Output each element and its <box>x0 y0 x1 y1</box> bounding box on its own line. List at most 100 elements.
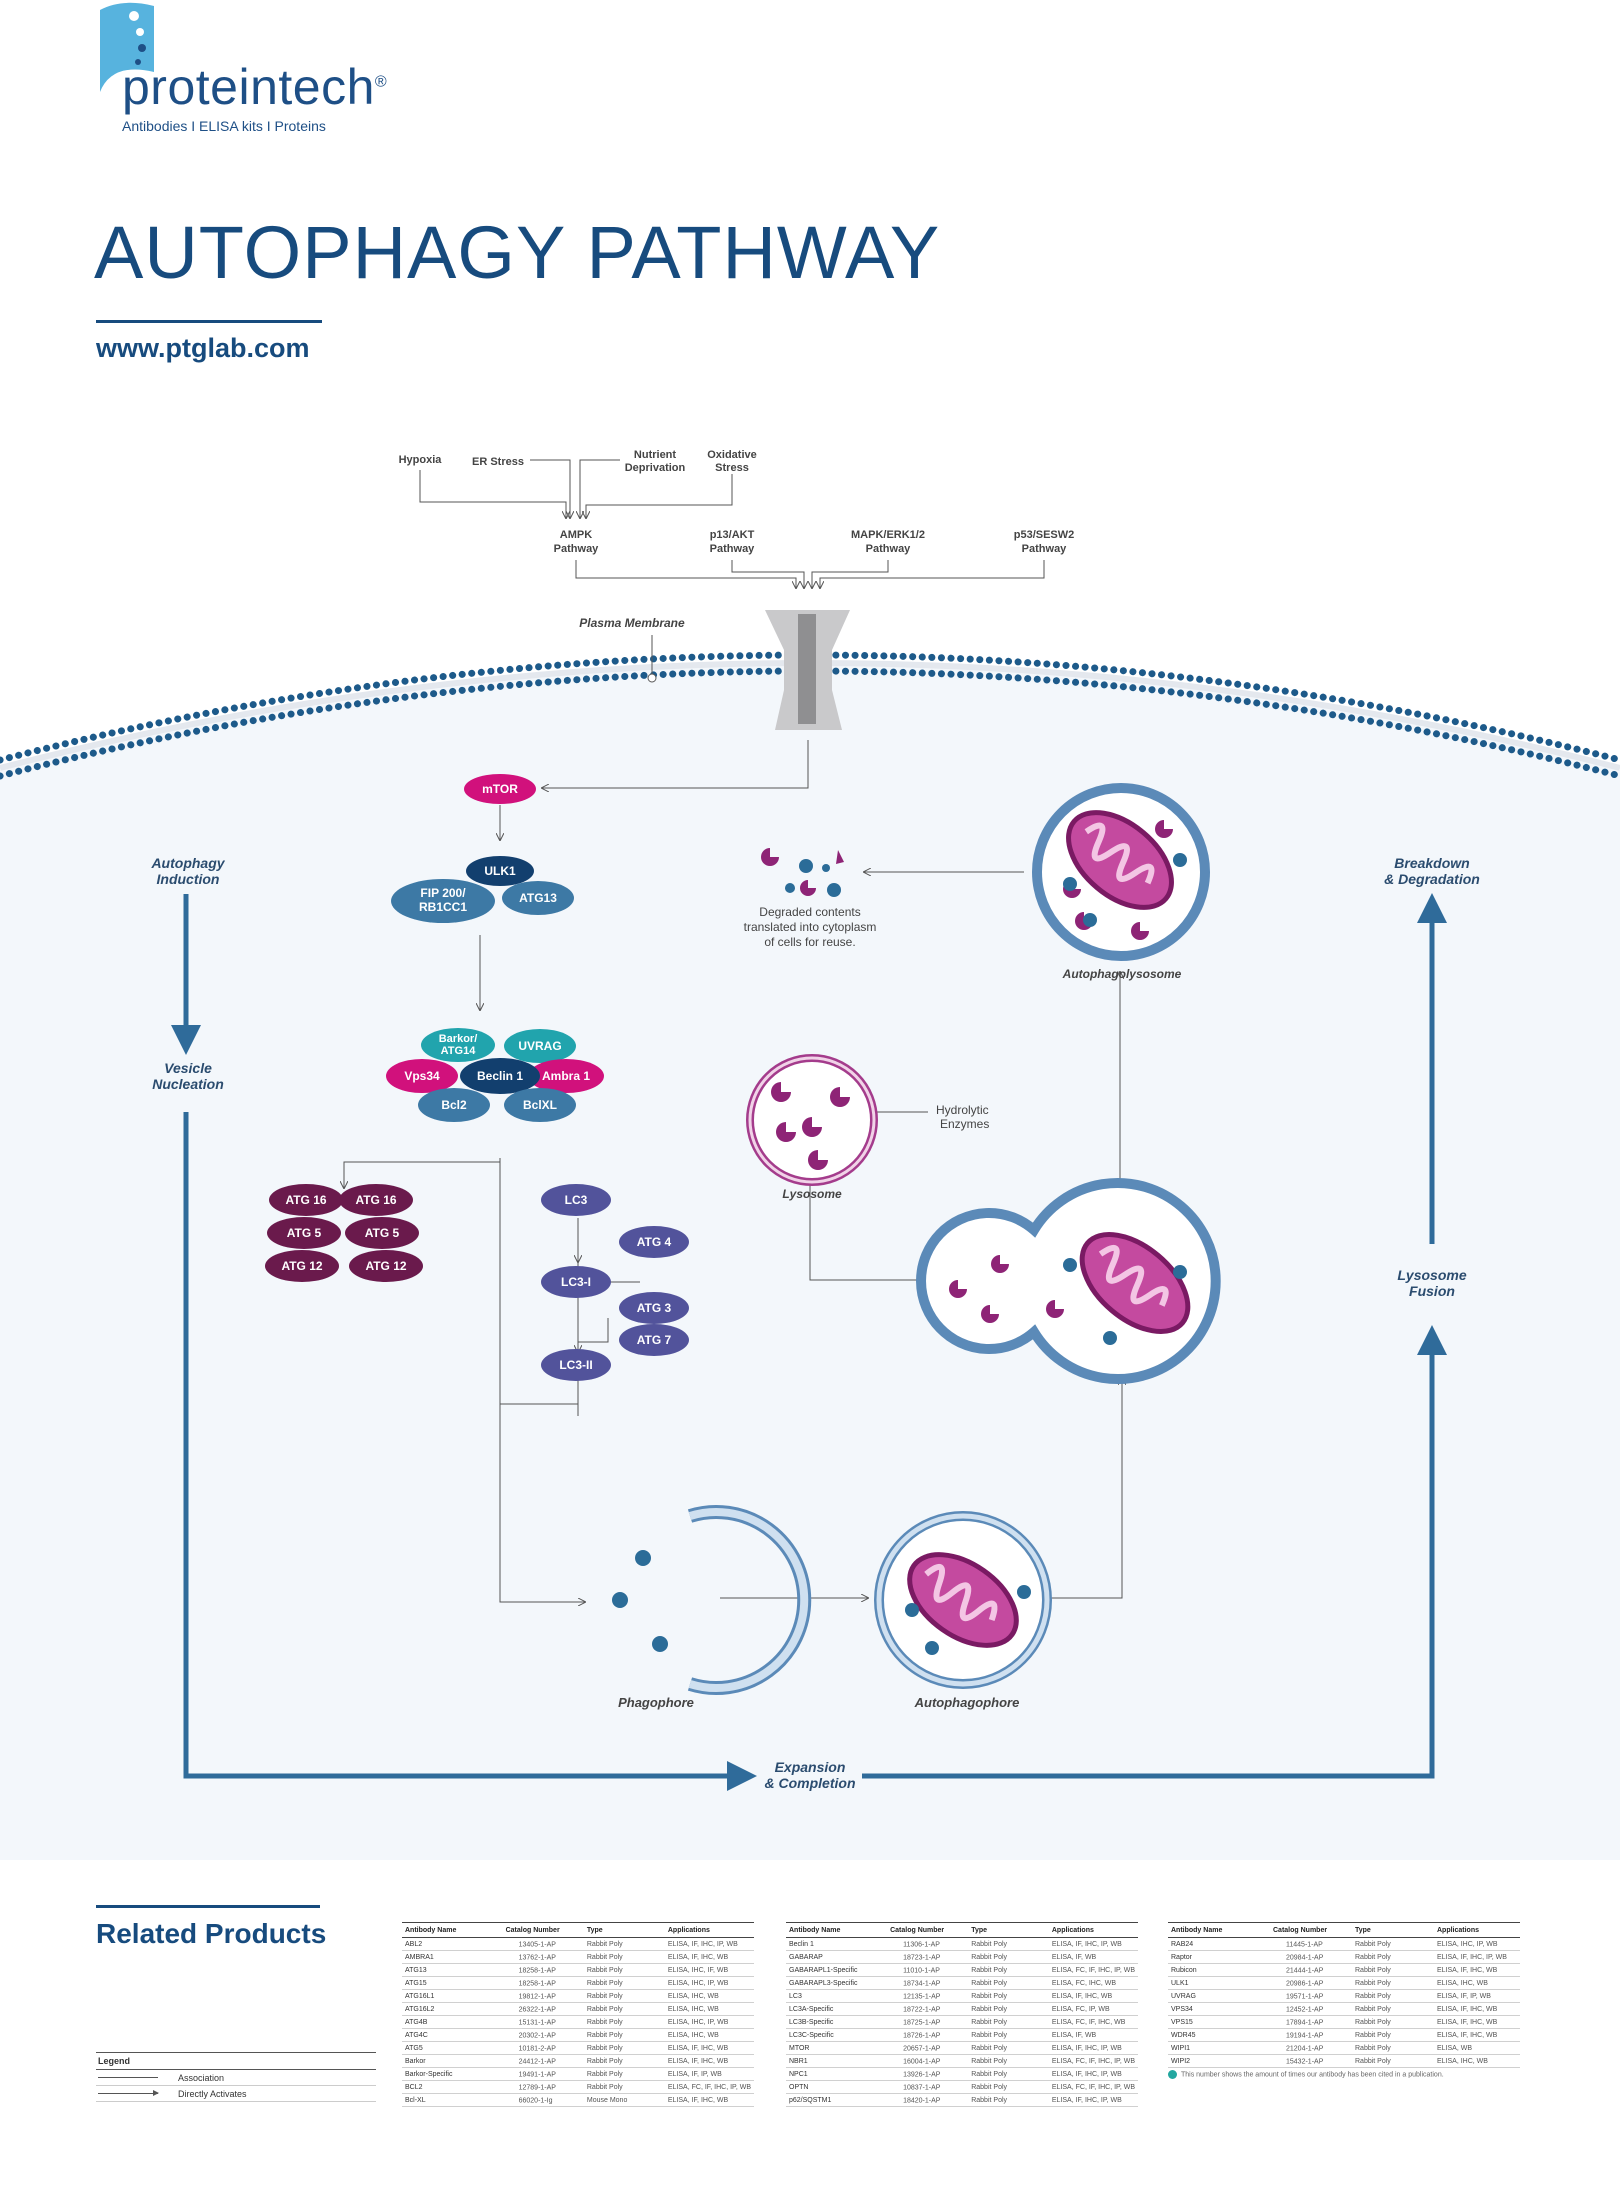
catalog-number[interactable]: 66020-1-Ig <box>502 2093 584 2107</box>
node-uvrag <box>504 1029 576 1063</box>
applications: ELISA, IF, IHC, IP, WB <box>1048 2067 1138 2081</box>
catalog-number[interactable]: 10181-2-AP <box>502 2041 584 2055</box>
site-url-link[interactable]: www.ptglab.com <box>96 333 310 363</box>
catalog-number[interactable]: 21204-1-AP <box>1270 2041 1352 2055</box>
catalog-number[interactable]: 17894-1-AP <box>1270 2015 1352 2029</box>
fusion-icon <box>916 1178 1221 1384</box>
applications: ELISA, FC, IF, IHC, IP, WB <box>1048 2054 1138 2068</box>
stressor-nutrient-line1: Nutrient <box>634 449 677 461</box>
catalog-number[interactable]: 12789-1-AP <box>502 2080 584 2094</box>
catalog-number-text: 17894-1-AP <box>1286 2018 1324 2026</box>
catalog-number[interactable]: 26322-1-AP <box>502 2002 584 2016</box>
catalog-number[interactable]: 18726-1-AP <box>887 2028 969 2042</box>
catalog-number-text: 21204-1-AP <box>1286 2044 1324 2052</box>
catalog-number[interactable]: 20302-1-AP <box>502 2028 584 2042</box>
catalog-number[interactable]: 19812-1-AP <box>502 1989 584 2003</box>
catalog-number[interactable]: 15131-1-AP <box>502 2015 584 2029</box>
catalog-number-text: 26322-1-AP <box>518 2005 556 2013</box>
catalog-number[interactable]: 18258-1-AP <box>502 1963 584 1977</box>
catalog-number[interactable]: 13405-1-AP <box>502 1937 584 1951</box>
catalog-number[interactable]: 12452-1-AP <box>1270 2002 1352 2016</box>
applications: ELISA, IF, IHC, WB <box>1434 2002 1520 2016</box>
catalog-number[interactable]: 24412-1-AP <box>502 2054 584 2068</box>
catalog-number[interactable]: 16004-1-AP <box>887 2054 969 2068</box>
antibody-type: Rabbit Poly <box>1352 2015 1434 2029</box>
citation-badge <box>1273 2005 1282 2014</box>
catalog-number[interactable]: 12135-1-AP <box>887 1989 969 2003</box>
catalog-number[interactable]: 13926-1-AP <box>887 2067 969 2081</box>
citation-badge <box>1273 1992 1282 2001</box>
catalog-number[interactable]: 21444-1-AP <box>1270 1963 1352 1977</box>
catalog-number[interactable]: 11445-1-AP <box>1270 1937 1352 1951</box>
column-header: Applications <box>664 1922 754 1938</box>
catalog-number[interactable]: 11306-1-AP <box>887 1937 969 1951</box>
catalog-number[interactable]: 20986-1-AP <box>1270 1976 1352 1990</box>
catalog-number-text: 10181-2-AP <box>518 2044 556 2052</box>
node-atg7-label: ATG 7 <box>637 1333 672 1347</box>
catalog-number[interactable]: 18734-1-AP <box>887 1976 969 1990</box>
antibody-name: ATG15 <box>402 1976 503 1990</box>
catalog-number[interactable]: 18723-1-AP <box>887 1950 969 1964</box>
antibody-name: NBR1 <box>786 2054 888 2068</box>
catalog-number[interactable]: 18420-1-AP <box>887 2093 969 2107</box>
catalog-number[interactable]: 19571-1-AP <box>1270 1989 1352 2003</box>
catalog-number[interactable]: 18258-1-AP <box>502 1976 584 1990</box>
catalog-number[interactable]: 20657-1-AP <box>887 2041 969 2055</box>
catalog-number-text: 19491-1-AP <box>518 2070 556 2078</box>
applications: ELISA, IF, IHC, WB <box>1434 2015 1520 2029</box>
citation-badge <box>506 2044 515 2053</box>
node-atg13 <box>502 881 574 915</box>
catalog-number[interactable]: 13762-1-AP <box>502 1950 584 1964</box>
catalog-number[interactable]: 19491-1-AP <box>502 2067 584 2081</box>
catalog-number[interactable]: 15432-1-AP <box>1270 2054 1352 2068</box>
catalog-number[interactable]: 11010-1-AP <box>887 1963 969 1977</box>
catalog-number[interactable]: 10837-1-AP <box>887 2080 969 2094</box>
antibody-type: Rabbit Poly <box>583 2015 665 2029</box>
catalog-number[interactable]: 18722-1-AP <box>887 2002 969 2016</box>
citation-badge <box>1273 2057 1282 2066</box>
catalog-number[interactable]: 20984-1-AP <box>1270 1950 1352 1964</box>
citation-badge-icon <box>1168 2070 1177 2079</box>
antibody-name: AMBRA1 <box>402 1950 503 1964</box>
catalog-number[interactable]: 18725-1-AP <box>887 2015 969 2029</box>
catalog-number[interactable]: 19194-1-AP <box>1270 2028 1352 2042</box>
